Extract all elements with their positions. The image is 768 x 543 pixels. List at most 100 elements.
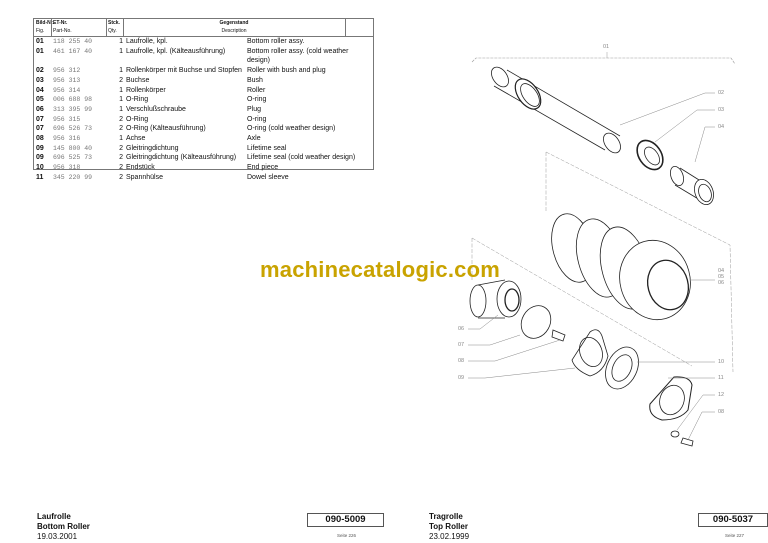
footer-right-page: Seite 227 <box>725 533 745 538</box>
cell-part: 956 313 <box>53 76 81 84</box>
callout-label: 02 <box>718 90 725 96</box>
cell-qty: 1 <box>119 96 123 104</box>
cell-qty: 1 <box>119 47 123 55</box>
cell-en: Bottom roller assy. <box>247 38 305 45</box>
cell-en: Bush <box>247 76 263 84</box>
cell-fig: 09 <box>36 144 44 152</box>
cell-en: Roller <box>247 86 266 94</box>
footer-right-code: 090-5037 <box>698 513 768 527</box>
cell-fig: 07 <box>36 125 44 133</box>
cell-qty: 2 <box>119 76 123 84</box>
bush-part <box>636 139 664 171</box>
cell-part: 313 395 99 <box>53 105 93 113</box>
cell-qty: 2 <box>119 164 123 172</box>
cell-part: 461 167 40 <box>53 47 93 55</box>
cell-qty: 1 <box>119 67 123 75</box>
table-header: Bild-Nr.Fig. ET-Nr.Part-No. Stck.Qty. Ge… <box>34 19 373 37</box>
cell-en-cont: design) <box>247 57 270 65</box>
cell-fig: 03 <box>36 76 44 84</box>
cell-qty: 2 <box>119 125 123 133</box>
cell-part: 118 255 40 <box>53 38 93 45</box>
cell-fig: 09 <box>36 154 44 162</box>
cell-qty: 2 <box>119 154 123 162</box>
cell-fig: 11 <box>36 173 44 181</box>
cell-qty: 2 <box>119 115 123 123</box>
cell-fig: 10 <box>36 164 44 172</box>
cell-part: 956 316 <box>53 135 81 142</box>
callout-label: 07 <box>458 342 465 348</box>
cell-en: O-ring (cold weather design) <box>247 125 336 133</box>
callout-label: 03 <box>718 107 725 113</box>
cell-part: 956 314 <box>53 86 81 94</box>
cell-de: O-Ring <box>126 96 149 104</box>
cell-en: Lifetime seal <box>247 144 287 152</box>
parts-table: Bild-Nr.Fig. ET-Nr.Part-No. Stck.Qty. Ge… <box>33 18 374 181</box>
cell-en: O-ring <box>247 115 267 123</box>
cell-qty: 1 <box>119 86 123 94</box>
cell-en: Roller with bush and plug <box>247 67 326 75</box>
cell-part: 956 318 <box>53 164 81 172</box>
cell-qty: 2 <box>119 144 123 152</box>
cell-part: 956 315 <box>53 115 81 123</box>
cell-en: Plug <box>247 105 262 113</box>
cell-de: Achse <box>126 135 146 142</box>
cell-fig: 01 <box>36 47 44 55</box>
cell-part: 696 526 73 <box>53 125 93 133</box>
cell-de: O-Ring (Kälteausführung) <box>126 125 206 133</box>
cell-en: Axle <box>247 135 261 142</box>
callout-label: 04 <box>718 124 725 130</box>
header-qty: Stck.Qty. <box>108 20 120 34</box>
cell-part: 696 525 73 <box>53 154 93 162</box>
cell-en: O-ring <box>247 96 267 104</box>
cell-part: 345 220 99 <box>53 173 93 181</box>
cell-qty: 1 <box>119 105 123 113</box>
cell-de: Rollenkörper mit Buchse und Stopfen <box>126 67 242 75</box>
callout-label: 08 <box>718 409 725 415</box>
cell-de: Gleitringdichtung <box>126 144 179 152</box>
callout-label: 01 <box>603 44 610 50</box>
cell-de: Spannhülse <box>126 173 163 181</box>
cell-de: O-Ring <box>126 115 149 123</box>
header-fig: Bild-Nr.Fig. <box>36 20 54 34</box>
cell-en: End piece <box>247 164 279 172</box>
cell-fig: 04 <box>36 86 44 94</box>
cell-fig: 08 <box>36 135 44 142</box>
cell-fig: 02 <box>36 67 44 75</box>
cell-de: Laufrolle, kpl. (Kälteausführung) <box>126 47 226 55</box>
callout-label: 04 05 06 <box>718 268 725 286</box>
cell-de: Gleitringdichtung (Kälteausführung) <box>126 154 237 162</box>
cell-fig: 06 <box>36 105 44 113</box>
callout-label: 10 <box>718 359 725 365</box>
watermark: machinecatalogic.com <box>260 257 500 282</box>
cell-en: Bottom roller assy. (cold weather <box>247 47 349 55</box>
callout-label: 11 <box>718 375 724 381</box>
cell-de: Endstück <box>126 164 155 172</box>
header-part: ET-Nr.Part-No. <box>53 20 72 34</box>
callout-label: 12 <box>718 392 725 398</box>
cell-part: 145 800 40 <box>53 144 93 152</box>
footer-left-code: 090-5009 <box>307 513 384 527</box>
footer-left-page: Seite 226 <box>337 533 357 538</box>
callout-label: 06 <box>458 326 465 332</box>
cell-de: Laufrolle, kpl. <box>126 38 168 45</box>
cell-part: 006 688 98 <box>53 96 93 104</box>
cell-en: Dowel sleeve <box>247 173 289 181</box>
cell-part: 956 312 <box>53 67 81 75</box>
axle-part <box>491 66 621 154</box>
cell-qty: 1 <box>119 135 123 142</box>
